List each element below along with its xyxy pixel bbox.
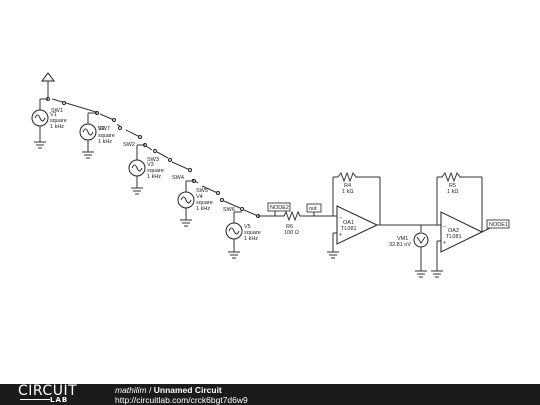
switch-sw6-label: SW6	[223, 207, 235, 213]
resistor-r5-value: 1 kΩ	[447, 189, 458, 195]
source-v3[interactable]: V3 square 1 kHz	[128, 144, 164, 195]
switch-sw3[interactable]: SW3	[143, 143, 159, 164]
opamp-oa2-ref: OA2	[448, 228, 459, 234]
switch-sw7-label: SW7	[98, 126, 110, 132]
net-tag-node2[interactable]: NODE2	[258, 202, 291, 217]
source-v2-freq: 1 kHz	[98, 139, 112, 145]
source-v4[interactable]: V4 square 1 kHz	[177, 180, 213, 227]
source-v4-wave: square	[196, 200, 213, 206]
ground-icon	[228, 251, 240, 259]
switch-sw7[interactable]: SW7	[95, 111, 116, 133]
opamp-oa1-ref: OA1	[343, 220, 354, 226]
opamp-oa1-plus: +	[339, 232, 342, 238]
logo-resistor-line	[20, 399, 50, 400]
ground-icon	[431, 270, 443, 278]
ground-icon	[82, 151, 94, 159]
switch-sw4[interactable]: SW4	[168, 158, 192, 182]
breadcrumb-separator: /	[146, 385, 154, 395]
voltmeter-vm1-value: 32.81 nV	[389, 242, 411, 248]
footer-bar: CIRCUIT LAB mathilim / Unnamed Circuit h…	[0, 383, 540, 405]
source-v5-wave: square	[244, 230, 261, 236]
source-v5-ref: V5	[244, 224, 251, 230]
net-out-label: out	[309, 206, 317, 212]
circuit-url[interactable]: http://circuitlab.com/crck6bgt7d6w9	[115, 395, 248, 405]
resistor-r6-value: 100 Ω	[284, 230, 299, 236]
ground-icon	[327, 251, 339, 259]
switch-sw2[interactable]: SW2	[118, 126, 142, 149]
ground-icon	[131, 187, 143, 195]
source-v3-wave: square	[147, 168, 164, 174]
logo-main-text: CIRCUIT	[18, 383, 78, 399]
circuitlab-logo[interactable]: CIRCUIT LAB	[18, 383, 98, 405]
net-tag-node1[interactable]: NODE1	[481, 219, 510, 233]
author-name[interactable]: mathilim	[115, 385, 147, 395]
voltmeter-vm1-ref: VM1	[397, 236, 408, 242]
ground-icon	[180, 219, 192, 227]
opamp-oa1[interactable]: − + OA1 TL081 R4 1 kΩ	[327, 171, 381, 259]
source-v1-freq: 1 kHz	[50, 124, 64, 130]
switch-sw5-label: SW5	[196, 188, 208, 194]
source-v2[interactable]: V2 square 1 kHz	[79, 112, 115, 159]
opamp-oa1-minus: −	[339, 215, 342, 221]
source-v1-wave: square	[50, 118, 67, 124]
ground-icon	[34, 141, 46, 149]
source-v2-ref: V2	[98, 126, 105, 132]
opamp-oa2-minus: −	[443, 224, 446, 230]
source-v3-ref: V3	[147, 162, 154, 168]
opamp-oa2-model: TL081	[446, 234, 462, 240]
source-v1[interactable]: V1 square 1 kHz	[31, 98, 67, 149]
resistor-r4-ref: R4	[344, 183, 351, 189]
source-v3-freq: 1 kHz	[147, 174, 161, 180]
opamp-oa2-plus: +	[443, 240, 446, 246]
net-tag-out[interactable]: out	[304, 203, 333, 217]
resistor-r6[interactable]: R6 100 Ω	[280, 210, 304, 236]
source-v5-freq: 1 kHz	[244, 236, 258, 242]
source-v2-wave: square	[98, 133, 115, 139]
switch-sw2-label: SW2	[123, 142, 135, 148]
switch-sw4-label: SW4	[172, 175, 184, 181]
breadcrumb: mathilim / Unnamed Circuit	[115, 385, 222, 395]
supply-symbol[interactable]	[41, 72, 55, 98]
logo-sub-text: LAB	[50, 396, 69, 404]
resistor-r4-value: 1 kΩ	[342, 189, 353, 195]
circuit-schematic: SW1 SW7 SW2 SW3 SW4 SW5 SW6 V1 square 1 …	[31, 72, 510, 278]
resistor-r5-ref: R5	[449, 183, 456, 189]
resistor-r6-ref: R6	[286, 224, 293, 230]
source-v5[interactable]: V5 square 1 kHz	[225, 211, 261, 259]
source-v4-ref: V4	[196, 194, 203, 200]
opamp-oa2[interactable]: − + OA2 TL081 R5 1 kΩ	[431, 171, 484, 278]
switch-sw1-label: SW1	[51, 108, 63, 114]
opamp-oa1-model: TL081	[341, 226, 357, 232]
net-node1-label: NODE1	[489, 222, 508, 228]
voltmeter-vm1[interactable]: VM1 32.81 nV	[389, 225, 429, 278]
switch-sw6[interactable]: SW6	[220, 198, 260, 218]
net-node2-label: NODE2	[270, 205, 289, 211]
ground-icon	[415, 270, 427, 278]
source-v1-ref: V1	[50, 112, 57, 118]
switch-chain	[51, 98, 259, 217]
switch-sw3-label: SW3	[147, 157, 159, 163]
circuit-title[interactable]: Unnamed Circuit	[153, 385, 222, 395]
source-v4-freq: 1 kHz	[196, 206, 210, 212]
